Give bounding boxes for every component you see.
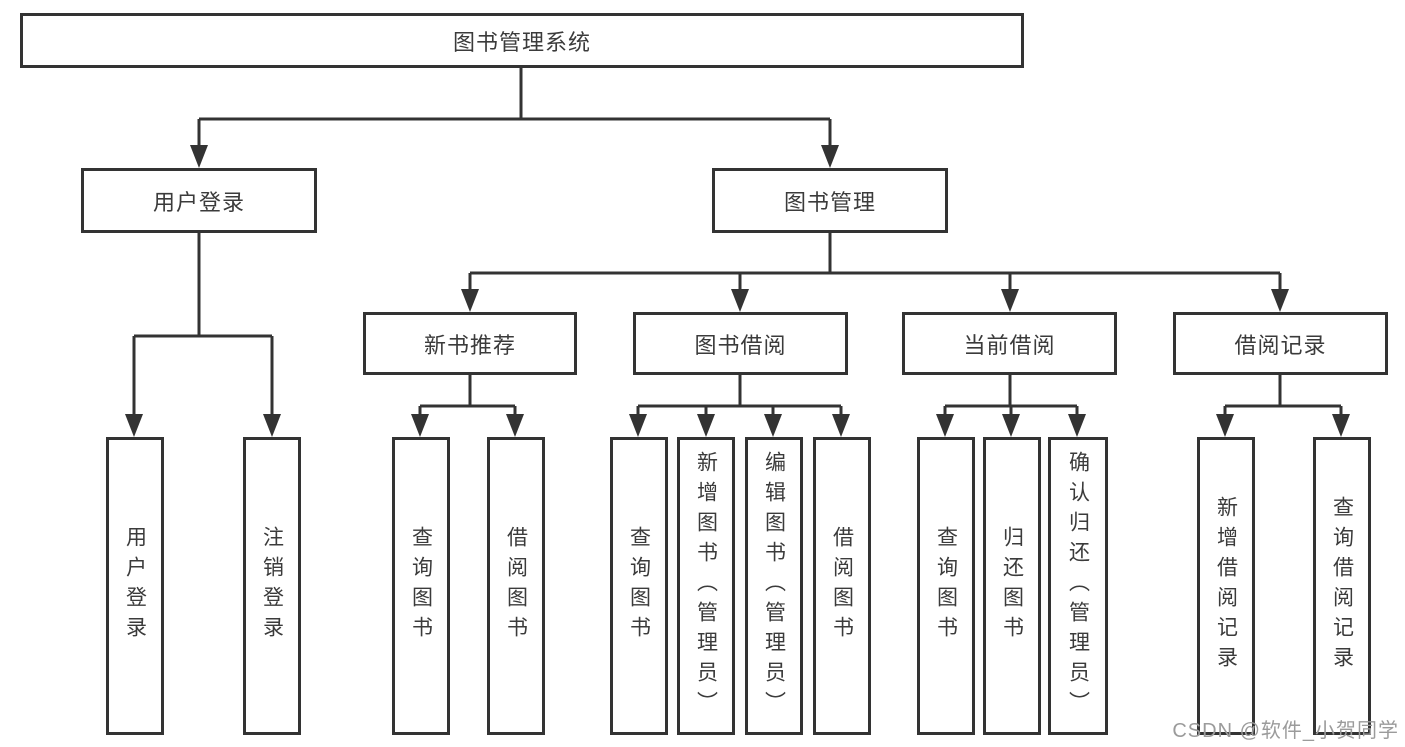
- node-current-borrowing: 当前借阅: [902, 312, 1117, 375]
- node-borrowing-records: 借阅记录: [1173, 312, 1388, 375]
- connector-book-management-children: [468, 233, 1282, 291]
- leaf-query-borrow-record-label: 查询借阅记录: [1330, 496, 1354, 676]
- leaf-add-books-admin-label: 新增图书（管理员）: [694, 451, 718, 721]
- arrowheads-new-book-recommendation-children: [411, 414, 524, 437]
- arrowheads-book-management-children: [461, 289, 1289, 312]
- leaf-user-login: 用户登录: [106, 437, 164, 735]
- node-new-book-recommendation: 新书推荐: [363, 312, 577, 375]
- leaf-logout-login-label: 注销登录: [260, 526, 284, 646]
- watermark-csdn: CSDN @软件_小贺同学: [1172, 720, 1399, 742]
- leaf-query-books-borrowing-label: 查询图书: [627, 526, 651, 646]
- node-user-login-label: 用户登录: [152, 189, 245, 215]
- node-user-login: 用户登录: [81, 168, 317, 233]
- leaf-borrow-books-borrowing: 借阅图书: [813, 437, 871, 735]
- arrowheads-root-to-level2: [190, 145, 839, 168]
- leaf-query-books-borrowing: 查询图书: [610, 437, 668, 735]
- node-book-borrowing: 图书借阅: [633, 312, 848, 375]
- leaf-borrow-books-recommend-label: 借阅图书: [504, 526, 528, 646]
- node-current-borrowing-label: 当前借阅: [963, 332, 1056, 358]
- leaf-query-borrow-record: 查询借阅记录: [1313, 437, 1371, 735]
- node-book-management-label: 图书管理: [783, 189, 876, 215]
- leaf-confirm-return-admin-label: 确认归还（管理员）: [1066, 451, 1090, 721]
- node-new-book-recommendation-label: 新书推荐: [423, 332, 516, 358]
- leaf-add-books-admin: 新增图书（管理员）: [677, 437, 735, 735]
- connector-user-login-children: [132, 233, 274, 416]
- leaf-query-books-recommend-label: 查询图书: [409, 526, 433, 646]
- leaf-edit-books-admin-label: 编辑图书（管理员）: [762, 451, 786, 721]
- leaf-borrow-books-recommend: 借阅图书: [487, 437, 545, 735]
- node-book-management: 图书管理: [712, 168, 948, 233]
- connector-book-borrowing-children: [636, 375, 843, 416]
- connector-current-borrowing-children: [943, 375, 1079, 416]
- leaf-query-books-current: 查询图书: [917, 437, 975, 735]
- leaf-add-borrow-record: 新增借阅记录: [1197, 437, 1255, 735]
- leaf-edit-books-admin: 编辑图书（管理员）: [745, 437, 803, 735]
- connector-borrowing-records-children: [1223, 375, 1343, 416]
- leaf-user-login-label: 用户登录: [123, 526, 147, 646]
- node-library-management-system: 图书管理系统: [20, 13, 1024, 68]
- node-library-management-system-label: 图书管理系统: [452, 29, 591, 55]
- connector-new-book-recommendation-children: [418, 375, 517, 416]
- connector-root-to-level2: [197, 68, 832, 147]
- leaf-query-books-current-label: 查询图书: [934, 526, 958, 646]
- leaf-return-books: 归还图书: [983, 437, 1041, 735]
- leaf-query-books-recommend: 查询图书: [392, 437, 450, 735]
- arrowheads-borrowing-records-children: [1216, 414, 1350, 437]
- node-borrowing-records-label: 借阅记录: [1234, 332, 1327, 358]
- leaf-borrow-books-borrowing-label: 借阅图书: [830, 526, 854, 646]
- leaf-confirm-return-admin: 确认归还（管理员）: [1048, 437, 1108, 735]
- node-book-borrowing-label: 图书借阅: [694, 332, 787, 358]
- arrowheads-user-login-children: [125, 414, 281, 437]
- leaf-logout-login: 注销登录: [243, 437, 301, 735]
- arrowheads-book-borrowing-children: [629, 414, 850, 437]
- leaf-add-borrow-record-label: 新增借阅记录: [1214, 496, 1238, 676]
- arrowheads-current-borrowing-children: [936, 414, 1086, 437]
- leaf-return-books-label: 归还图书: [1000, 526, 1024, 646]
